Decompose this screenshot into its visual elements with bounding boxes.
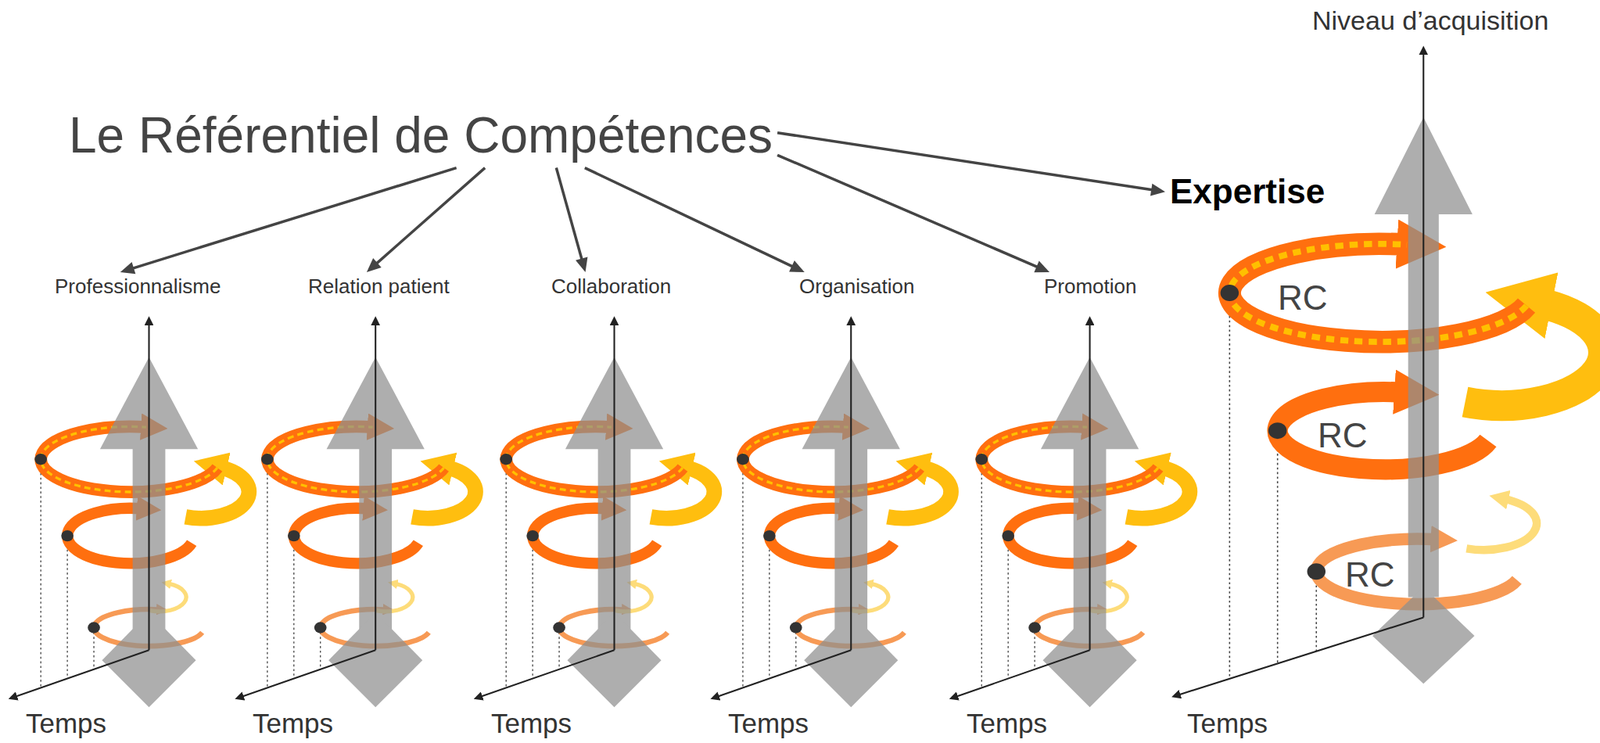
level-label: RC xyxy=(1317,416,1368,456)
connector-arrow xyxy=(584,168,805,273)
arrow-head xyxy=(1150,183,1166,197)
spiral-ring-dash xyxy=(1229,243,1527,342)
level-axis xyxy=(1422,53,1425,618)
level-label: RC xyxy=(1345,555,1396,596)
axis-label: Temps xyxy=(491,707,572,740)
title-node: Le Référentiel de Compétences xyxy=(64,104,778,169)
competence-spiral xyxy=(241,323,476,708)
axis-label: Temps xyxy=(728,707,809,740)
connector-arrow xyxy=(777,154,1050,273)
competence-label: Organisation xyxy=(794,272,919,302)
connector-line xyxy=(131,168,457,270)
axis-label: Temps xyxy=(252,707,334,740)
competence-label: Relation patient xyxy=(303,272,455,302)
connector-line xyxy=(556,168,582,262)
node-text: Organisation xyxy=(799,275,915,299)
competence-spiral xyxy=(717,323,951,708)
time-axis xyxy=(1178,617,1424,695)
level-label: RC xyxy=(1277,278,1328,319)
node-text: Expertise xyxy=(1169,172,1325,212)
spiral-ring xyxy=(1277,391,1489,470)
node-text: Relation patient xyxy=(308,275,450,299)
arrow-head xyxy=(366,258,382,273)
axis-label: Niveau d’acquisition xyxy=(1312,5,1549,36)
connector-line xyxy=(375,168,485,265)
competence-spiral xyxy=(480,323,715,708)
connector-arrow xyxy=(777,132,1166,197)
connector-line xyxy=(777,132,1154,191)
node-text: Collaboration xyxy=(551,275,671,299)
competence-label: Collaboration xyxy=(546,272,676,302)
competence-spiral xyxy=(15,323,250,708)
projection-lines xyxy=(1229,293,1317,679)
spiral-ring xyxy=(1466,498,1537,550)
expertise-spiral xyxy=(1178,53,1600,696)
arrow-head xyxy=(789,260,805,273)
level-dots xyxy=(1220,284,1326,580)
node-text: Professionnalisme xyxy=(54,275,221,299)
axis-label: Temps xyxy=(25,707,107,740)
expertise-label: Expertise xyxy=(1165,168,1330,216)
competence-label: Promotion xyxy=(1039,272,1142,302)
connector-arrow xyxy=(366,168,485,273)
connector-line xyxy=(777,154,1039,268)
competence-label: Professionnalisme xyxy=(50,272,226,302)
arrow-head xyxy=(120,261,137,274)
connector-line xyxy=(584,168,794,268)
spiral-ring xyxy=(1229,243,1527,342)
connector-arrow xyxy=(556,168,588,273)
axis-label: Temps xyxy=(1187,707,1268,740)
arrow-head xyxy=(1033,261,1050,273)
connector-arrow xyxy=(120,168,457,275)
axis-label: Temps xyxy=(966,707,1048,740)
arrow-head xyxy=(575,257,588,273)
node-text: Le Référentiel de Compétences xyxy=(68,107,773,166)
node-text: Promotion xyxy=(1043,275,1138,299)
competence-spiral xyxy=(956,323,1191,708)
